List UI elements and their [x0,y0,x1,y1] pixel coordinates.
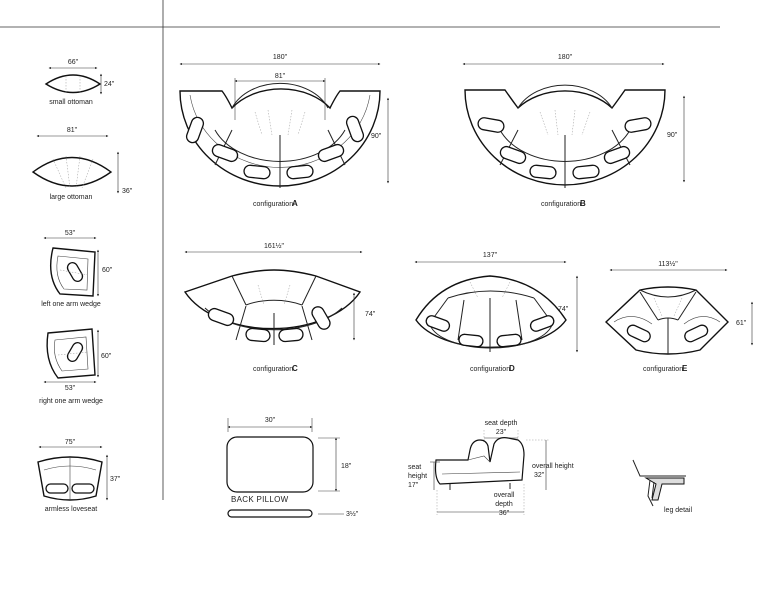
right-wedge-depth: 60" [101,353,112,360]
pillow-label: BACK PILLOW [231,495,289,504]
right-wedge-caption: right one arm wedge [39,398,103,405]
configuration-a-figure: 180" 81" 90" configuration A [179,54,390,208]
side-profile-figure: seat depth 23" seat height 17" overall h… [408,420,574,517]
config-e-caption-prefix: configuration [643,366,683,373]
overall-height-label: overall height [532,463,574,470]
leg-detail-caption: leg detail [664,507,692,514]
configuration-e-figure: 113½" 61" configuration E [604,260,754,373]
seat-depth-label: seat depth [485,420,518,427]
configuration-c-figure: 161½" 74" configuration C [183,242,376,373]
left-wedge-caption: left one arm wedge [41,301,101,308]
seat-height-label-2: height [408,473,427,480]
large-ottoman-caption: large ottoman [50,194,93,201]
seat-height-value: 17" [408,482,419,489]
config-a-inner-width: 81" [275,73,286,80]
overall-depth-value: 36" [499,510,510,517]
leg-detail-figure: leg detail [632,459,692,514]
pillow-thickness: 3½" [346,510,359,518]
seat-height-label-1: seat [408,464,421,471]
config-e-width: 113½" [658,260,678,268]
config-b-depth: 90" [667,132,678,139]
left-wedge-figure: 53" 60" left one arm wedge [41,230,113,308]
config-c-depth: 74" [365,311,376,318]
loveseat-depth: 37" [110,476,121,483]
right-wedge-width: 53" [65,385,76,392]
config-c-width: 161½" [264,242,285,250]
left-wedge-width: 53" [65,230,76,237]
config-a-depth: 90" [371,133,382,140]
config-d-caption-prefix: configuration [470,366,510,373]
right-wedge-figure: 60" 53" right one arm wedge [39,328,112,405]
pillow-width: 30" [265,417,276,424]
pillow-height: 18" [341,463,352,470]
large-ottoman-depth: 36" [122,188,133,195]
config-c-caption-prefix: configuration [253,366,293,373]
config-e-depth: 61" [736,320,747,327]
loveseat-figure: 75" 37" armless loveseat [37,439,121,513]
large-ottoman-figure: 81" 36" large ottoman [31,127,133,201]
loveseat-width: 75" [65,439,76,446]
config-e-letter: E [682,364,688,373]
back-pillow-figure: 30" 18" BACK PILLOW 3½" [226,417,359,518]
config-d-letter: D [509,364,515,373]
small-ottoman-depth: 24" [104,81,115,88]
small-ottoman-caption: small ottoman [49,99,93,106]
configuration-b-figure: 180" 90" configuration B [462,54,686,208]
config-a-caption-prefix: configuration [253,201,293,208]
config-d-width: 137" [483,252,498,259]
seat-depth-value: 23" [496,429,507,436]
large-ottoman-width: 81" [67,127,78,134]
overall-depth-label-1: overall [494,492,515,499]
configuration-d-figure: 137" 74" configuration D [414,252,579,373]
config-d-depth: 74" [558,306,569,313]
config-a-letter: A [292,199,298,208]
loveseat-caption: armless loveseat [45,506,98,513]
config-a-width: 180" [273,54,288,61]
small-ottoman-width: 66" [68,59,79,66]
config-b-caption-prefix: configuration [541,201,581,208]
small-ottoman-figure: 66" 24" small ottoman [44,59,115,106]
overall-depth-label-2: depth [495,501,513,508]
left-wedge-depth: 60" [102,267,113,274]
config-b-width: 180" [558,54,573,61]
overall-height-value: 32" [534,472,545,479]
config-b-letter: B [580,199,586,208]
config-c-letter: C [292,364,298,373]
